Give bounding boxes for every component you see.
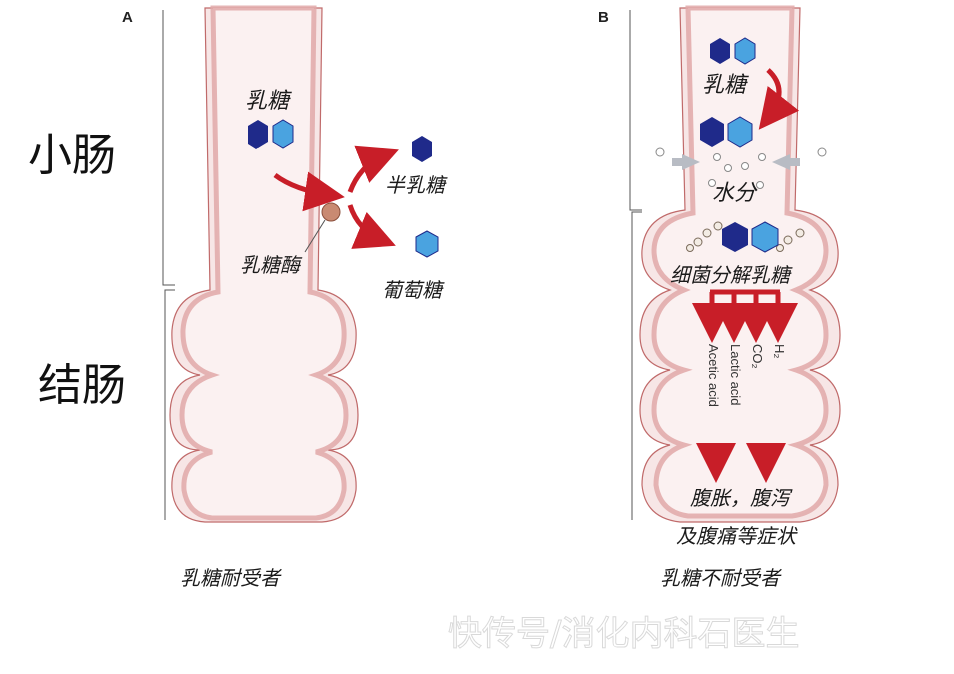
panel-b-caption: 乳糖不耐受者 <box>660 566 782 590</box>
lactose-label-a: 乳糖 <box>245 89 292 114</box>
lactase-leader-line <box>304 219 326 253</box>
galactose-arrow <box>347 145 399 193</box>
lactose-label-b: 乳糖 <box>702 73 749 98</box>
water-in-arrow-left <box>672 154 700 170</box>
bacteria-label: 细菌分解乳糖 <box>670 263 793 287</box>
lactose-molecule-b-mid <box>700 116 753 148</box>
water-droplets <box>655 147 827 189</box>
lactose-descend-arrow <box>758 68 800 130</box>
colon-bracket <box>164 289 175 520</box>
watermark: 快传号/消化内科石医生 <box>448 614 799 654</box>
intestine-a <box>169 5 359 523</box>
symptoms-line-1: 腹胀，腹泻 <box>690 486 793 510</box>
glucose-hexagon <box>415 230 439 258</box>
gas-h2: H₂ <box>772 344 787 358</box>
lactose-molecule-b-bottom <box>722 221 779 253</box>
gas-lactic-acid: Lactic acid <box>728 344 743 405</box>
colon-label: 结肠 <box>38 360 126 411</box>
lactose-molecule-b-top <box>710 37 756 65</box>
lactose-to-lactase-arrow <box>273 171 345 212</box>
panel-a-caption: 乳糖耐受者 <box>180 566 282 590</box>
water-label: 水分 <box>712 181 758 206</box>
symptoms-line-2: 及腹痛等症状 <box>676 524 798 548</box>
gas-acetic-acid: Acetic acid <box>706 344 721 407</box>
lactase-enzyme-dot <box>321 202 341 222</box>
panel-b-letter: B <box>598 9 609 26</box>
b-colon-bracket <box>631 211 642 520</box>
galactose-hexagon <box>412 136 432 162</box>
lactase-label: 乳糖酶 <box>240 253 303 277</box>
b-small-intestine-bracket <box>629 10 642 211</box>
gas-co2: CO₂ <box>750 344 765 369</box>
galactose-label: 半乳糖 <box>385 173 448 197</box>
glucose-arrow <box>347 204 396 249</box>
glucose-label: 葡萄糖 <box>382 278 445 302</box>
gas-arrows <box>692 289 798 343</box>
small-intestine-bracket <box>162 10 175 286</box>
small-intestine-label: 小肠 <box>28 130 116 181</box>
panel-a-letter: A <box>122 9 133 26</box>
bacteria-dots <box>686 221 805 252</box>
water-in-arrow-right <box>772 154 800 170</box>
intestine-b <box>639 5 841 523</box>
lactose-molecule-a <box>248 119 294 149</box>
